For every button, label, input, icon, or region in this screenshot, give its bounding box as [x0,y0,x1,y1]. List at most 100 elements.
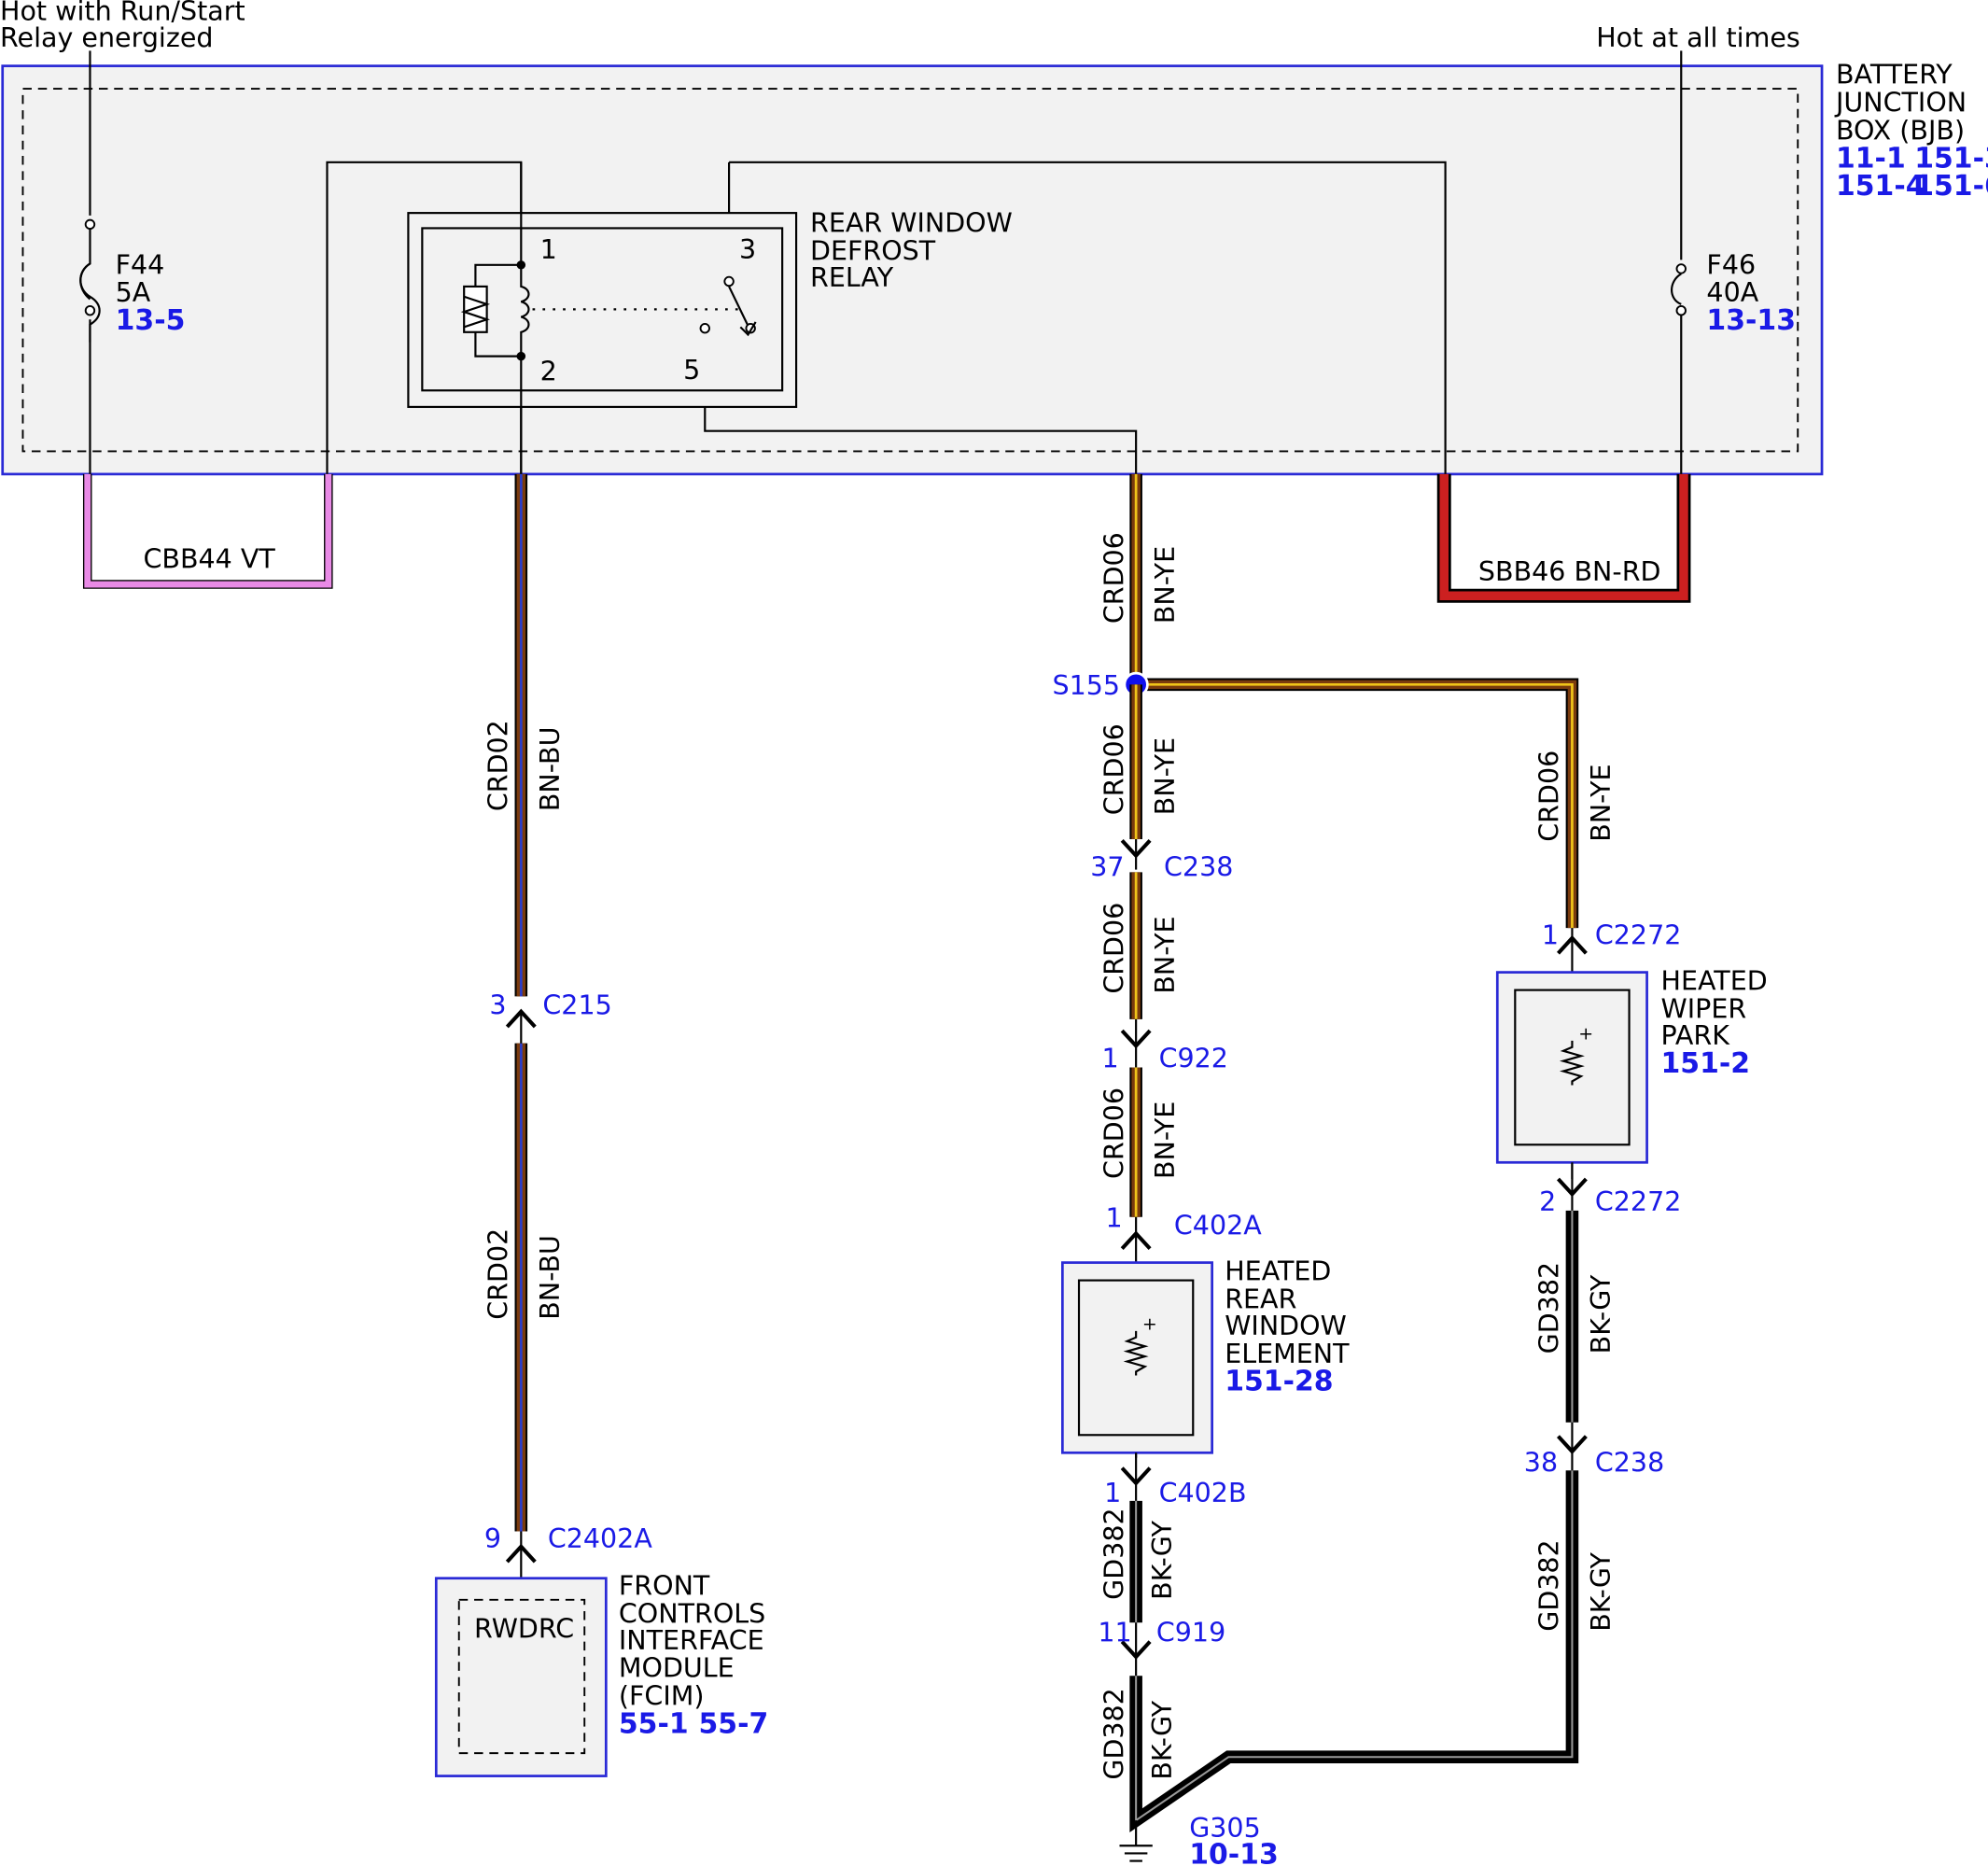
relay-pin-2: 2 [540,356,557,386]
wire-sbb46 [1436,473,1691,603]
heated-rear-window-label-1: HEATED [1225,1256,1331,1287]
wire-sbb46-label: SBB46 BN-RD [1478,556,1661,587]
connector-c238-38-pin: 38 [1524,1448,1558,1479]
relay-pin-3: 3 [739,234,756,265]
relay-coil-icon [460,161,739,474]
ground-g305-name: G305 [1189,1813,1261,1844]
connector-c2272-2-pin: 2 [1539,1186,1556,1217]
fuse-f46-ref[interactable]: 13-13 [1706,304,1796,337]
connector-c402b-name: C402B [1159,1478,1247,1508]
fuse-f46-name: F46 [1706,249,1756,280]
connector-c2272-1-name: C2272 [1595,920,1681,951]
wire-crd06-code-4: CRD06 [1099,1087,1130,1179]
relay-label-2: DEFROST [810,235,936,266]
fcim-inner-dashed [457,1598,586,1755]
wire-crd02-color-upper: BN-BU [535,727,566,812]
wire-cbb44 [82,473,333,589]
fuse-f44-ref[interactable]: 13-5 [116,304,186,337]
wire-gd382-color-4: BK-GY [1586,1552,1617,1632]
wire-gd382-code-3: GD382 [1533,1262,1564,1354]
connector-c922-pin: 1 [1101,1043,1118,1073]
relay-switch-icon [699,275,757,337]
connector-c919-pin: 11 [1098,1618,1131,1649]
wire-crd06-color-1: BN-YE [1150,546,1181,624]
fcim-label-4: MODULE [619,1653,735,1684]
wire-crd06-code-1: CRD06 [1099,532,1130,624]
connector-c2272-2-icon [1556,1162,1588,1211]
heated-rear-window-label-3: WINDOW [1225,1311,1347,1341]
connector-c215-pin: 3 [489,989,506,1020]
ground-icon [1119,1820,1153,1862]
fcim-label-5: (FCIM) [619,1681,705,1712]
fcim-module-box [434,1577,608,1777]
bjb-label-3: BOX (BJB) [1836,115,1965,146]
connector-c238-38-name: C238 [1595,1448,1664,1479]
wire-crd06-color-branch: BN-YE [1586,764,1617,841]
connector-c919-name: C919 [1156,1618,1225,1649]
bjb-label-1: BATTERY [1836,60,1953,91]
wire-crd06-color-4: BN-YE [1150,1101,1181,1179]
bjb-ref-a[interactable]: 11-1 [1836,142,1906,175]
connector-c2402a-name: C2402A [548,1523,652,1554]
bjb-label-2: JUNCTION [1834,88,1967,119]
connector-c2272-1-pin: 1 [1542,920,1559,951]
heated-wiper-park-label-3: PARK [1661,1020,1731,1051]
fuse-f46-icon [1670,260,1689,316]
wire-gd382-color-3: BK-GY [1586,1274,1617,1354]
relay-label-3: RELAY [810,262,894,293]
fcim-inner-label: RWDRC [474,1614,574,1645]
fcim-label-1: FRONT [619,1570,710,1601]
bjb-ref-c[interactable]: 151-4 [1836,170,1925,203]
connector-c922-icon [1120,1018,1152,1068]
wire-gd382-color-2: BK-GY [1147,1700,1178,1779]
splice-s155-name: S155 [1052,670,1120,701]
heated-rear-window-heater-icon [1123,1330,1149,1376]
heated-wiper-park-plus: + [1578,1024,1593,1045]
connector-c402a-name: C402A [1174,1211,1262,1242]
wire-gd382-color-1: BK-GY [1147,1521,1178,1600]
wire-crd06-color-2: BN-YE [1150,737,1181,815]
connector-c2402a-pin: 9 [484,1523,501,1554]
connector-c919-icon [1120,1622,1152,1677]
connector-c238-38-icon [1556,1422,1588,1471]
fcim-ref-b[interactable]: 55-7 [698,1707,768,1740]
heated-wiper-park-ref[interactable]: 151-2 [1661,1047,1751,1080]
connector-c238-37-icon [1120,838,1152,870]
wire-crd02-code-upper: CRD02 [483,720,513,811]
wire-crd02-color-lower: BN-BU [535,1235,566,1320]
relay-pin-5: 5 [683,355,700,386]
connector-c238-37-name: C238 [1164,851,1233,882]
connector-c2272-2-name: C2272 [1595,1186,1681,1217]
connector-c402a-pin: 1 [1106,1203,1123,1234]
connector-c238-37-pin: 37 [1090,851,1124,882]
heated-rear-window-ref[interactable]: 151-28 [1225,1366,1333,1398]
heated-wiper-park-heater-icon [1559,1040,1585,1086]
bjb-box [1,64,1824,476]
ground-g305-ref[interactable]: 10-13 [1189,1838,1279,1866]
wire-cbb44-label: CBB44 VT [144,543,276,574]
connector-c402b-pin: 1 [1104,1478,1121,1508]
wire-gd382-code-1: GD382 [1099,1508,1130,1599]
wire-crd06-branch [1136,678,1579,929]
fcim-label-2: CONTROLS [619,1598,765,1629]
connector-c215-icon [505,1008,537,1044]
fuse-f44-name: F44 [116,249,165,280]
heated-rear-window-inner-box [1077,1279,1195,1437]
header-left-line1: Hot with Run/Start [0,0,245,27]
connector-c215-name: C215 [542,989,611,1020]
wire-crd06-color-3: BN-YE [1150,916,1181,993]
connector-c922-name: C922 [1159,1043,1228,1073]
bjb-ref-b[interactable]: 151-3 [1914,142,1988,175]
wire-crd06-code-branch: CRD06 [1533,751,1564,842]
connector-c402b-icon [1120,1452,1152,1501]
heated-rear-window-label-4: ELEMENT [1225,1339,1350,1369]
wire-gd382-code-2: GD382 [1099,1688,1130,1779]
header-right: Hot at all times [1596,22,1800,53]
bjb-ref-d[interactable]: 151-6 [1914,170,1988,203]
bjb-inner-dashed [21,88,1799,453]
fcim-label-3: INTERFACE [619,1625,764,1656]
relay-pin-1: 1 [540,234,557,265]
fcim-ref-a[interactable]: 55-1 [619,1707,689,1740]
wire-crd06-code-3: CRD06 [1099,903,1130,994]
heated-wiper-park-inner-box [1514,989,1631,1146]
